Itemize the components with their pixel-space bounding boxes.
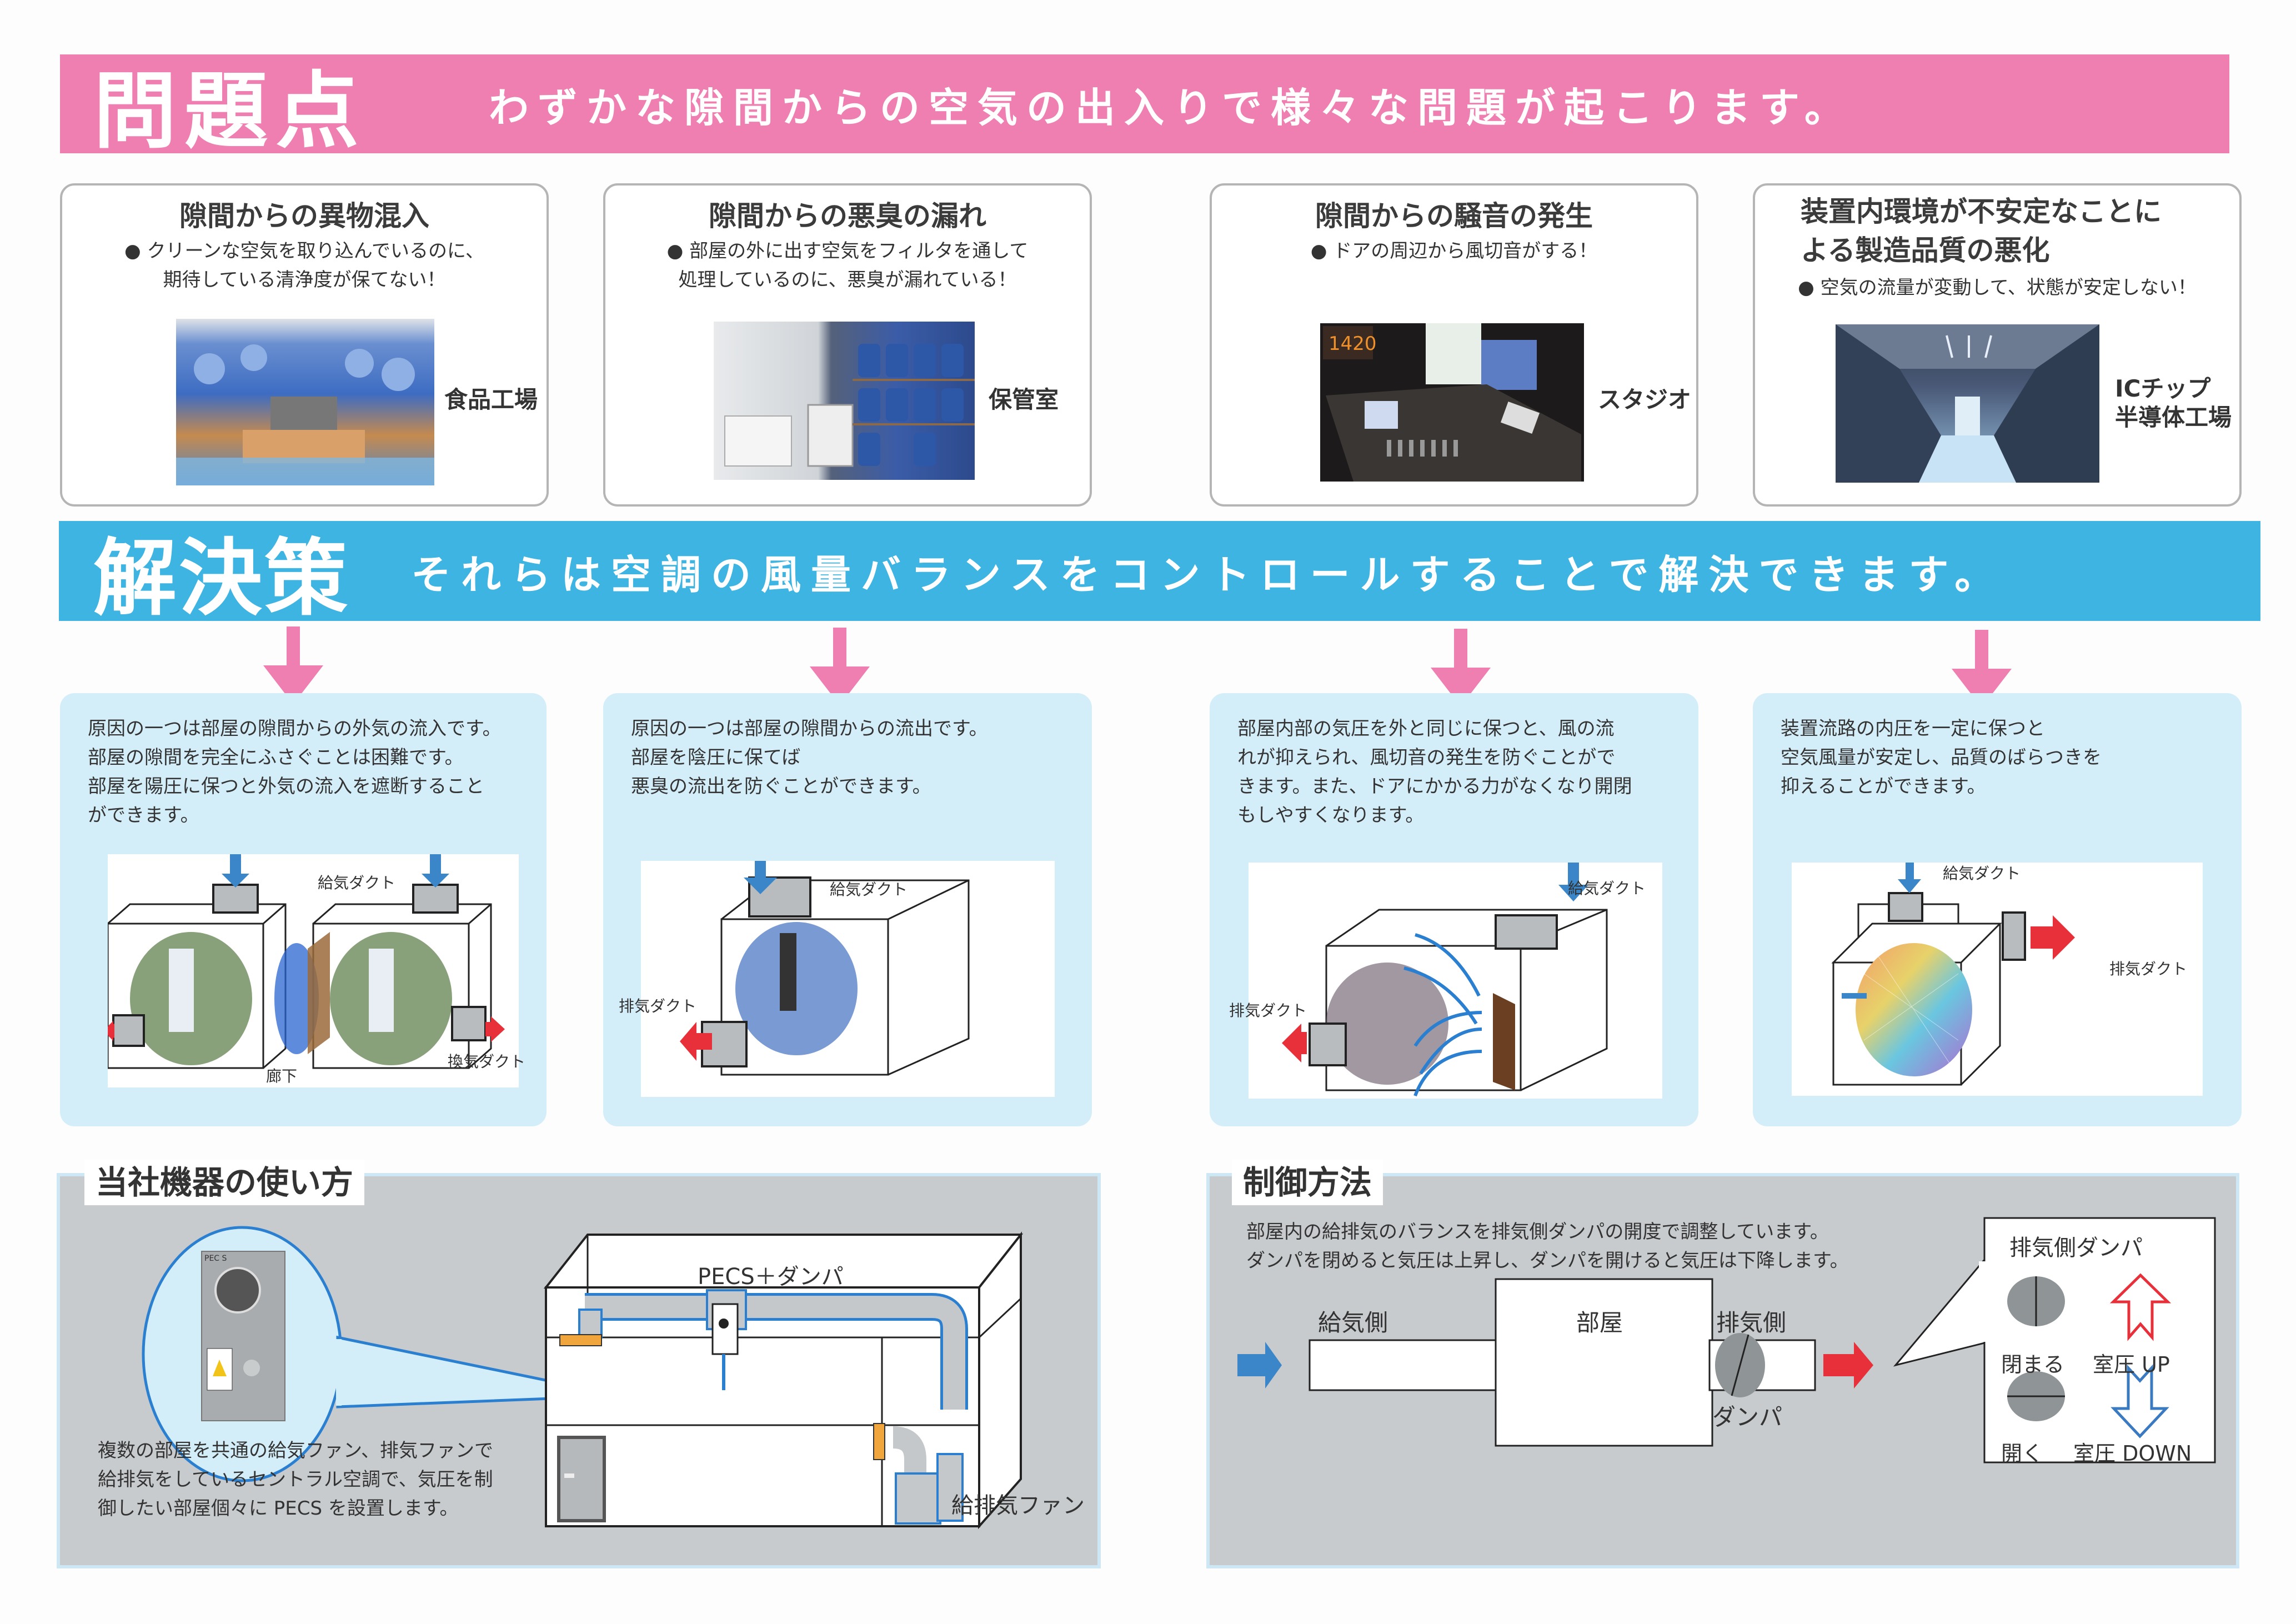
solutions-banner: 解決策 それらは空調の風量バランスをコントロールすることで解決できます。: [59, 521, 2260, 627]
arrow-down-icon: [263, 626, 323, 704]
solution-card-text: 部屋内部の気圧を外と同じに保つと、風の流 れが抑えられ、風切音の発生を防ぐことが…: [1237, 718, 1632, 826]
problem-card-title: 装置内環境が不安定なことに よる製造品質の悪化: [1801, 196, 2162, 267]
problem-card-bullet: ● ドアの周辺から風切音がする！: [1310, 240, 1598, 262]
usage-text: 複数の部屋を共通の給気ファン、排気ファンで 給排気をしているセントラル空調で、気…: [98, 1440, 493, 1520]
problems-banner-title: 問題点: [93, 63, 367, 160]
negative-pressure-diagram: 給気ダクト 排気ダクト: [619, 861, 1055, 1097]
storage-room-photo: [714, 322, 975, 480]
pressure-down-label: 室圧 DOWN: [2073, 1441, 2192, 1466]
pressure-up-arrow-icon: [2109, 1273, 2172, 1341]
supply-duct-label: 給気ダクト: [1943, 864, 2021, 883]
problem-card-label: スタジオ: [1598, 386, 1692, 413]
pressure-up-label: 室圧 UP: [2093, 1352, 2170, 1377]
problem-card-bullet: ● クリーンな空気を取り込んでいるのに、 期待している清浄度が保てない！: [124, 240, 485, 291]
arrow-down-icon: [1431, 629, 1491, 706]
exhaust-side-label: 排気側: [1716, 1309, 1787, 1336]
problems-banner: 問題点 わずかな隙間からの空気の出入りで様々な問題が起こります。: [60, 54, 2229, 160]
exhaust-arrow-icon: [1823, 1342, 1873, 1389]
solution-card-text: 原因の一つは部屋の隙間からの流出です。 部屋を陰圧に保てば 悪臭の流出を防ぐこと…: [631, 718, 988, 798]
solutions-banner-title: 解決策: [93, 530, 350, 627]
semiconductor-cleanroom-photo: [1836, 324, 2099, 483]
arrow-down-icon: [810, 628, 870, 705]
solutions-banner-subtitle: それらは空調の風量バランスをコントロールすることで解決できます。: [411, 551, 2005, 598]
solution-card-text: 装置流路の内圧を一定に保つと 空気風量が安定し、品質のばらつきを 抑えることがで…: [1781, 718, 2102, 798]
room-label: 部屋: [1576, 1309, 1623, 1336]
problems-banner-subtitle: わずかな隙間からの空気の出入りで様々な問題が起こります。: [489, 84, 1853, 131]
solution-card-equal-pressure: 部屋内部の気圧を外と同じに保つと、風の流 れが抑えられ、風切音の発生を防ぐことが…: [1210, 693, 1698, 1126]
damper-label: ダンパ: [1712, 1404, 1783, 1431]
control-title: 制御方法: [1232, 1160, 1383, 1205]
supply-exhaust-fan-label: 給排気ファン: [951, 1493, 1085, 1518]
usage-title: 当社機器の使い方: [84, 1160, 365, 1205]
supply-arrow-icon: [1237, 1342, 1282, 1389]
pressure-down-arrow-icon: [2110, 1364, 2169, 1438]
ventilation-duct-label: 換気ダクト: [448, 1052, 526, 1071]
solution-card-negative-pressure: 原因の一つは部屋の隙間からの流出です。 部屋を陰圧に保てば 悪臭の流出を防ぐこと…: [603, 693, 1092, 1126]
stable-flow-diagram: 給気ダクト 排気ダクト: [1792, 863, 2203, 1096]
supply-duct-label: 給気ダクト: [1568, 879, 1646, 898]
control-text: 部屋内の給排気のバランスを排気側ダンパの開度で調整しています。 ダンパを閉めると…: [1246, 1221, 1849, 1272]
usage-panel: 当社機器の使い方 複数の部屋を共通の給気ファン、排気ファンで 給排気をしているセ…: [57, 1160, 1101, 1568]
positive-pressure-diagram: 給気ダクト 廊下 換気ダクト: [108, 854, 525, 1087]
solution-card-stable-flow: 装置流路の内圧を一定に保つと 空気風量が安定し、品質のばらつきを 抑えることがで…: [1753, 693, 2242, 1126]
food-factory-photo: [176, 319, 434, 485]
supply-duct-label: 給気ダクト: [318, 874, 396, 892]
problem-card-title: 隙間からの騒音の発生: [1315, 200, 1593, 232]
control-panel: 制御方法 部屋内の給排気のバランスを排気側ダンパの開度で調整しています。 ダンパ…: [1206, 1160, 2239, 1568]
problem-card-label: ICチップ 半導体工場: [2115, 375, 2232, 431]
damper-close-label: 閉まる: [2001, 1352, 2065, 1377]
solution-card-text: 原因の一つは部屋の隙間からの外気の流入です。 部屋の隙間を完全にふさぐことは困難…: [88, 718, 502, 826]
supply-side-label: 給気側: [1318, 1309, 1388, 1336]
problem-card-noise: 隙間からの騒音の発生 ● ドアの周辺から風切音がする！ 1420 スタジオ: [1210, 183, 1698, 507]
solution-card-positive-pressure: 原因の一つは部屋の隙間からの外気の流入です。 部屋の隙間を完全にふさぐことは困難…: [60, 693, 547, 1126]
problem-card-bullet: ● 部屋の外に出す空気をフィルタを通して 処理しているのに、悪臭が漏れている！: [666, 240, 1029, 291]
problem-card-odor: 隙間からの悪臭の漏れ ● 部屋の外に出す空気をフィルタを通して 処理しているのに…: [603, 183, 1092, 507]
exhaust-duct-label: 排気ダクト: [619, 997, 697, 1015]
problem-card-bullet: ● 空気の流量が変動して、状態が安定しない！: [1798, 277, 2197, 299]
problem-card-quality: 装置内環境が不安定なことに よる製造品質の悪化 ● 空気の流量が変動して、状態が…: [1753, 183, 2242, 507]
studio-clock-display: 1420: [1329, 333, 1377, 355]
exhaust-duct-label: 排気ダクト: [1229, 1001, 1307, 1020]
problem-card-contamination: 隙間からの異物混入 ● クリーンな空気を取り込んでいるのに、 期待している清浄度…: [60, 183, 549, 507]
arrow-down-icon: [1952, 630, 2012, 708]
exhaust-duct-label: 排気ダクト: [2109, 960, 2188, 978]
problem-card-title: 隙間からの悪臭の漏れ: [709, 200, 986, 232]
problem-card-title: 隙間からの異物混入: [179, 200, 429, 232]
problem-card-label: 保管室: [989, 386, 1059, 413]
problem-card-label: 食品工場: [444, 386, 538, 413]
device-brand-label: PEC S: [204, 1254, 227, 1263]
equal-pressure-diagram: 給気ダクト 排気ダクト: [1229, 863, 1662, 1099]
corridor-label: 廊下: [266, 1067, 298, 1085]
damper-open-label: 開く: [2001, 1441, 2044, 1466]
studio-photo: 1420: [1320, 323, 1584, 482]
callout-title: 排気側ダンパ: [2009, 1235, 2143, 1261]
pecs-damper-label: PECS＋ダンパ: [698, 1264, 844, 1290]
supply-duct-label: 給気ダクト: [830, 880, 908, 899]
